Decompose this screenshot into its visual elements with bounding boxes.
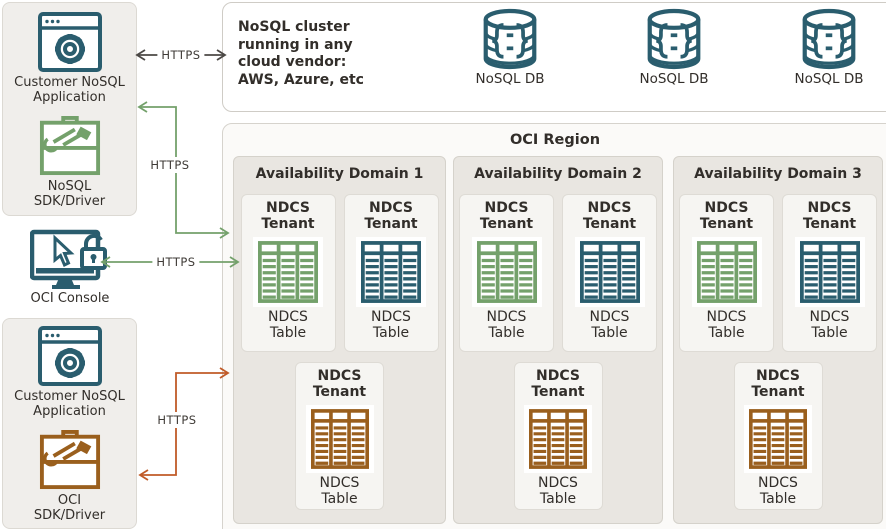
- cloud-vendor-box: NoSQL cluster running in any cloud vendo…: [222, 2, 886, 112]
- oci-region-title: OCI Region: [509, 132, 601, 148]
- nosql-sdk-toolbox-icon: [39, 113, 101, 177]
- nosql-db-label: NoSQL DB: [475, 71, 545, 87]
- tenant-row: NDCS Tenant NDCS Table NDCS Tenant NDCS …: [679, 194, 877, 352]
- ndcs-table-label: NDCS Table: [486, 309, 527, 342]
- ndcs-table-icon: [253, 237, 323, 308]
- ndcs-tenant-title: NDCS Tenant: [802, 200, 857, 232]
- ndcs-tenant-card: NDCS Tenant NDCS Table: [562, 194, 657, 352]
- database-braces-icon: [801, 8, 857, 70]
- tenant-row: NDCS Tenant NDCS Table NDCS Tenant NDCS …: [459, 194, 657, 352]
- ndcs-table-label: NDCS Table: [371, 309, 411, 342]
- nosql-db-node: NoSQL DB: [779, 8, 879, 87]
- availability-domain-title: Availability Domain 1: [255, 166, 424, 182]
- ndcs-tenant-title: NDCS Tenant: [531, 368, 585, 400]
- ndcs-tenant-card: NDCS Tenant NDCS Table: [459, 194, 554, 352]
- application-gear-icon: [38, 326, 102, 386]
- ndcs-tenant-card: NDCS Tenant NDCS Table: [782, 194, 877, 352]
- ndcs-tenant-card: NDCS Tenant NDCS Table: [295, 362, 384, 510]
- availability-domain-title: Availability Domain 2: [474, 166, 642, 182]
- nosql-db-label: NoSQL DB: [794, 71, 864, 87]
- ndcs-tenant-title: NDCS Tenant: [261, 200, 315, 232]
- https-label-sdk: HTTPS: [146, 157, 194, 173]
- customer-app-label: Customer NoSQL Application: [14, 75, 125, 106]
- cloud-vendor-description: NoSQL cluster running in any cloud vendo…: [238, 19, 364, 88]
- ndcs-table-icon: [305, 405, 374, 474]
- oci-region-box: OCI Region Availability Domain 1 NDCS Te…: [222, 123, 886, 529]
- nosql-db-label: NoSQL DB: [639, 71, 709, 87]
- ndcs-tenant-card: NDCS Tenant NDCS Table: [343, 194, 439, 352]
- ndcs-table-icon: [471, 237, 542, 308]
- ndcs-table-label: NDCS Table: [589, 309, 630, 342]
- availability-domain-title: Availability Domain 3: [694, 166, 862, 182]
- nosql-sdk-label: NoSQL SDK/Driver: [33, 178, 106, 209]
- availability-domain-1: Availability Domain 1 NDCS Tenant NDCS T…: [233, 156, 446, 524]
- ndcs-table-icon: [524, 405, 592, 474]
- ndcs-table-icon: [356, 237, 426, 308]
- ndcs-table-label: NDCS Table: [538, 475, 578, 508]
- ndcs-tenant-card: NDCS Tenant NDCS Table: [679, 194, 774, 352]
- https-label-console: HTTPS: [152, 254, 200, 270]
- customer-app-label: Customer NoSQL Application: [14, 389, 125, 420]
- ndcs-table-icon: [691, 237, 762, 308]
- ndcs-table-icon: [794, 237, 865, 308]
- database-braces-icon: [646, 8, 702, 70]
- customer-app-panel-bottom: Customer NoSQL Application OCI SDK/Drive…: [2, 318, 137, 529]
- nosql-db-node: NoSQL DB: [624, 8, 724, 87]
- ndcs-tenant-title: NDCS Tenant: [699, 200, 754, 232]
- oci-sdk-toolbox-icon: [39, 427, 101, 491]
- ndcs-tenant-title: NDCS Tenant: [479, 200, 534, 232]
- oci-console-label: OCI Console: [30, 291, 110, 306]
- oci-console-block: OCI Console: [14, 224, 126, 306]
- ndcs-table-label: NDCS Table: [758, 475, 798, 508]
- application-gear-icon: [38, 12, 102, 72]
- customer-app-panel-top: Customer NoSQL Application NoSQL SDK/Dri…: [2, 2, 137, 216]
- ndcs-table-icon: [744, 405, 812, 474]
- https-label-oci-sdk: HTTPS: [153, 412, 201, 428]
- ndcs-tenant-title: NDCS Tenant: [751, 368, 805, 400]
- oci-sdk-label: OCI SDK/Driver: [33, 492, 106, 523]
- ndcs-tenant-card: NDCS Tenant NDCS Table: [733, 362, 823, 510]
- ndcs-tenant-title: NDCS Tenant: [582, 200, 637, 232]
- ndcs-tenant-title: NDCS Tenant: [312, 368, 367, 400]
- ndcs-table-icon: [574, 237, 645, 308]
- ndcs-table-label: NDCS Table: [319, 475, 360, 508]
- ndcs-tenant-card: NDCS Tenant NDCS Table: [513, 362, 603, 510]
- ndcs-table-label: NDCS Table: [809, 309, 850, 342]
- console-monitor-lock-icon: [30, 224, 110, 290]
- nosql-db-node: NoSQL DB: [460, 8, 560, 87]
- availability-domain-3: Availability Domain 3 NDCS Tenant NDCS T…: [673, 156, 883, 524]
- ndcs-tenant-title: NDCS Tenant: [364, 200, 418, 232]
- ndcs-tenant-card: NDCS Tenant NDCS Table: [240, 194, 336, 352]
- ndcs-table-label: NDCS Table: [268, 309, 308, 342]
- ndcs-table-label: NDCS Table: [706, 309, 747, 342]
- https-label-top: HTTPS: [157, 47, 205, 63]
- tenant-row: NDCS Tenant NDCS Table NDCS Tenant NDCS …: [240, 194, 439, 352]
- database-braces-icon: [482, 8, 538, 70]
- availability-domain-2: Availability Domain 2 NDCS Tenant NDCS T…: [453, 156, 663, 524]
